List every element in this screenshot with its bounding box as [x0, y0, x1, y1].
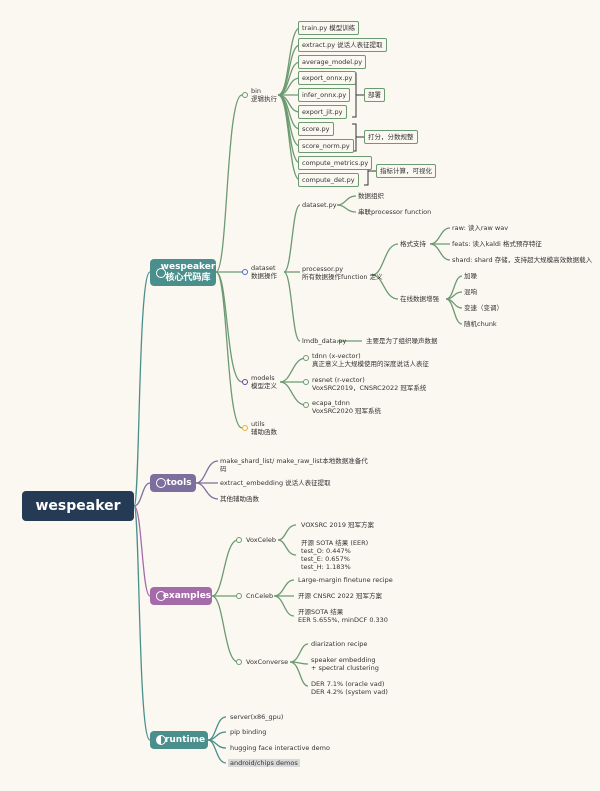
model-name: tdnn (x-vector)	[312, 352, 361, 360]
model-desc: VoxSRC2020 冠军系统	[312, 407, 382, 415]
runtime-item: server(x86_gpu)	[230, 713, 284, 721]
check-icon	[236, 537, 242, 543]
core-label-1: wespeaker	[160, 261, 216, 272]
bin-file[interactable]: compute_metrics.py	[298, 156, 373, 170]
examples-node[interactable]: examples	[150, 587, 212, 605]
dataset-desc: 数据操作	[251, 272, 277, 280]
voxconverse-name: VoxConverse	[246, 658, 289, 666]
cnceleb-line: EER 5.655%, minDCF 0.330	[298, 616, 388, 624]
bin-file[interactable]: infer_onnx.py	[298, 88, 351, 102]
online-aug: 在线数据增强	[400, 295, 439, 303]
model-name: ecapa_tdnn	[312, 399, 350, 407]
bin-status-icon	[242, 92, 248, 98]
lmdb-note: 主要是为了组织噪声数据	[366, 337, 438, 345]
bin-file[interactable]: score.py	[298, 122, 334, 136]
format-item: shard: shard 存储，支持超大规模高效数据载入	[452, 256, 593, 264]
cnceleb-name: CnCeleb	[246, 592, 274, 600]
bin-file[interactable]: export_jit.py	[298, 105, 347, 119]
bin-file[interactable]: extract.py 说话人表征提取	[298, 38, 387, 52]
check-icon	[156, 267, 166, 278]
tools-item: extract_embedding 说话人表征提取	[220, 479, 331, 487]
format-support: 格式支持	[400, 240, 426, 248]
voxceleb-line: test_E: 0.657%	[301, 555, 350, 563]
core-label-2: 核心代码库	[165, 272, 211, 283]
utils-name: utils	[251, 420, 265, 428]
cnceleb-line: Large-margin finetune recipe	[298, 576, 393, 584]
group-metrics: 指标计算，可视化	[376, 164, 436, 178]
cnceleb-line: 开源 CNSRC 2022 冠军方案	[298, 592, 382, 600]
check-icon	[303, 402, 309, 408]
tools-item: 其他辅助函数	[220, 495, 259, 503]
check-icon	[156, 591, 166, 601]
bin-file[interactable]: export_onnx.py	[298, 71, 357, 85]
group-score: 打分，分数规整	[364, 130, 418, 144]
processor-desc: 所有数据操作function 定义	[302, 273, 383, 281]
root-node[interactable]: wespeaker	[22, 491, 134, 521]
runtime-label: runtime	[164, 734, 206, 745]
bin-file[interactable]: train.py 模型训练	[298, 21, 360, 35]
model-name: resnet (r-vector)	[312, 376, 365, 384]
dataset-name: dataset	[251, 264, 276, 272]
check-icon	[156, 478, 166, 488]
dataset-note: 串联processor function	[358, 208, 432, 216]
format-item: feats: 读入kaldi 格式预存特征	[452, 240, 542, 248]
examples-label: examples	[162, 590, 212, 601]
model-desc: 真正意义上大规模使用的深度说话人表征	[312, 360, 429, 368]
voxconverse-line: DER 4.2% (system vad)	[311, 688, 388, 696]
model-desc: VoxSRC2019，CNSRC2022 冠军系统	[312, 384, 427, 392]
check-icon	[236, 593, 242, 599]
aug-item: 混响	[464, 288, 477, 296]
voxceleb-line: test_O: 0.447%	[301, 547, 351, 555]
aug-item: 加噪	[464, 272, 477, 280]
half-circle-icon	[156, 735, 166, 745]
bin-file[interactable]: compute_det.py	[298, 173, 359, 187]
voxceleb-name: VoxCeleb	[246, 536, 277, 544]
dataset-py: dataset.py	[302, 201, 337, 209]
runtime-item: pip binding	[230, 728, 267, 736]
dataset-note: 数据组织	[358, 192, 384, 200]
voxconverse-line: DER 7.1% (oracle vad)	[311, 680, 385, 688]
check-icon	[303, 355, 309, 361]
root-label: wespeaker	[35, 498, 121, 514]
lmdb-py: lmdb_data.py	[302, 337, 347, 345]
format-item: raw: 读入raw wav	[452, 224, 509, 232]
bin-name: bin	[251, 87, 262, 95]
cnceleb-line: 开源SOTA 结果	[298, 608, 344, 616]
voxconverse-line: speaker embedding	[311, 656, 376, 664]
core-node[interactable]: wespeaker 核心代码库	[150, 259, 216, 286]
tools-item: make_shard_list/ make_raw_list本地数据准备代	[220, 457, 368, 465]
aug-item: 变速（变调）	[464, 304, 503, 312]
models-name: models	[251, 374, 275, 382]
voxceleb-line: VOXSRC 2019 冠军方案	[301, 521, 375, 529]
check-icon	[303, 379, 309, 385]
utils-status-icon	[242, 425, 248, 431]
check-icon	[236, 659, 242, 665]
processor-py: processor.py	[302, 265, 344, 273]
runtime-item: android/chips demos	[228, 759, 300, 767]
voxconverse-line: + spectral clustering	[311, 664, 379, 672]
runtime-item: hugging face interactive demo	[230, 744, 330, 752]
voxceleb-line: 开源 SOTA 结果 (EER)	[301, 539, 369, 547]
dataset-status-icon	[242, 269, 248, 275]
bin-file[interactable]: score_norm.py	[298, 139, 354, 153]
models-desc: 模型定义	[251, 382, 277, 390]
bin-file[interactable]: average_model.py	[298, 55, 367, 69]
tools-item: 码	[220, 465, 227, 473]
tools-label: tools	[166, 477, 192, 488]
group-deploy: 部署	[364, 88, 385, 102]
voxceleb-line: test_H: 1.183%	[301, 563, 351, 571]
voxconverse-line: diarization recipe	[311, 640, 368, 648]
bin-desc: 逻辑执行	[251, 95, 277, 103]
runtime-node[interactable]: runtime	[150, 731, 208, 749]
tools-node[interactable]: tools	[150, 474, 196, 492]
models-status-icon	[242, 379, 248, 385]
aug-item: 随机chunk	[464, 320, 497, 328]
utils-desc: 辅助函数	[251, 428, 277, 436]
